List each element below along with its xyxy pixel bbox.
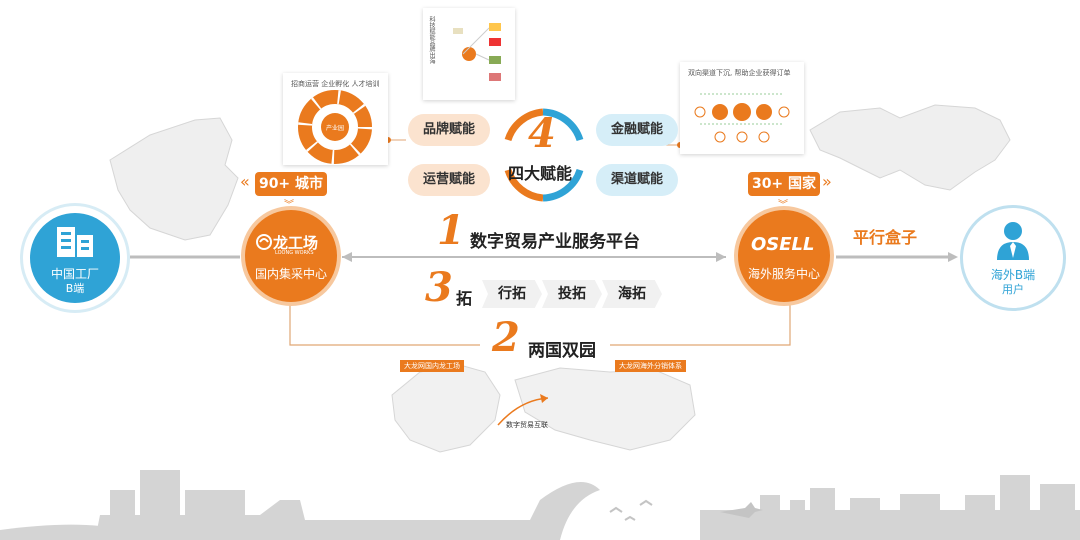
empower-brand: 品牌赋能 [408, 114, 490, 146]
chevron-down-icon: ︾ [284, 200, 294, 211]
user-node: 海外B端 用户 [960, 205, 1066, 311]
platform-title: 数字贸易产业服务平台 [470, 232, 640, 252]
map-os-title: 大龙网海外分销体系 [615, 360, 686, 372]
expand-suffix: 拓 [456, 289, 473, 308]
empower-operations: 运营赋能 [408, 164, 490, 196]
factory-node: 中国工厂 B端 [20, 203, 130, 313]
world-map-bottom [514, 367, 696, 451]
empower-number: 4 [528, 110, 556, 157]
parks-number: 2 [492, 314, 520, 361]
panel-top-graphic [453, 23, 501, 81]
cities-tag: 90+ 城市 [255, 172, 327, 196]
loong-logo-icon [256, 234, 272, 250]
building-icon [57, 227, 93, 257]
panel-left-center: 产业园 [326, 125, 345, 132]
panel-left-screenshot: 招商运营 企业孵化 人才培训 产业园 [283, 73, 388, 165]
hub-domestic: 龙工场 LOONG WORKS 国内集采中心 [245, 210, 337, 302]
factory-label-1: 中国工厂 [50, 267, 99, 281]
osell-logo: OSELL [751, 234, 815, 255]
hub-overseas-label: 海外服务中心 [747, 267, 820, 281]
parks-title: 两国双园 [528, 341, 596, 361]
panel-top-text: 科技赋能品牌出海 [428, 16, 435, 64]
expand-item-2: 投拓 [542, 280, 602, 308]
plane-decor [720, 502, 763, 518]
empower-channel: 渠道赋能 [596, 164, 678, 196]
panel-right-graphic [694, 93, 790, 143]
hub-domestic-label: 国内集采中心 [254, 267, 327, 281]
factory-label-2: B端 [65, 282, 85, 295]
expand-item-3: 海拓 [602, 280, 662, 308]
expand-item-1: 行拓 [482, 280, 542, 308]
panel-top-screenshot: 科技赋能品牌出海 [423, 8, 515, 100]
loong-works-logo: 龙工场 [273, 234, 319, 252]
empower-ring [504, 108, 584, 202]
map-cn-title: 大龙网国内龙工场 [400, 360, 464, 372]
panel-left-ring [298, 90, 372, 164]
digital-trade-link: 数字贸易互联 [506, 421, 548, 429]
user-label-2: 用户 [1002, 283, 1024, 296]
parks-line-left [289, 300, 480, 346]
hub-overseas: OSELL 海外服务中心 [738, 210, 830, 302]
countries-tag: 30+ 国家 [748, 172, 820, 196]
chevron-left-decor: « [240, 172, 250, 191]
world-map-right [809, 104, 1011, 191]
panel-right-header: 双向渠道下沉, 帮助企业获得订单 [688, 69, 791, 77]
skyline-decor [0, 470, 1080, 540]
panel-right-screenshot: 双向渠道下沉, 帮助企业获得订单 [680, 62, 804, 154]
empower-title: 四大赋能 [508, 164, 573, 183]
birds-decor [609, 499, 653, 521]
parks-line-right [610, 300, 791, 346]
factory-circle: 中国工厂 B端 [30, 213, 120, 303]
user-icon [997, 222, 1029, 260]
platform-number: 1 [437, 207, 465, 254]
chevron-right-decor: » [822, 172, 832, 191]
chevron-down-icon-right: ︾ [778, 200, 788, 211]
china-map-bottom [391, 364, 501, 453]
loong-works-logo-en: LOONG WORKS [275, 250, 314, 256]
china-map-left [109, 117, 239, 241]
parallel-box-label: 平行盒子 [853, 228, 918, 247]
empower-finance: 金融赋能 [596, 114, 678, 146]
expand-number: 3 [425, 264, 453, 311]
user-label-1: 海外B端 [990, 268, 1036, 282]
panel-left-header: 招商运营 企业孵化 人才培训 [291, 80, 380, 88]
